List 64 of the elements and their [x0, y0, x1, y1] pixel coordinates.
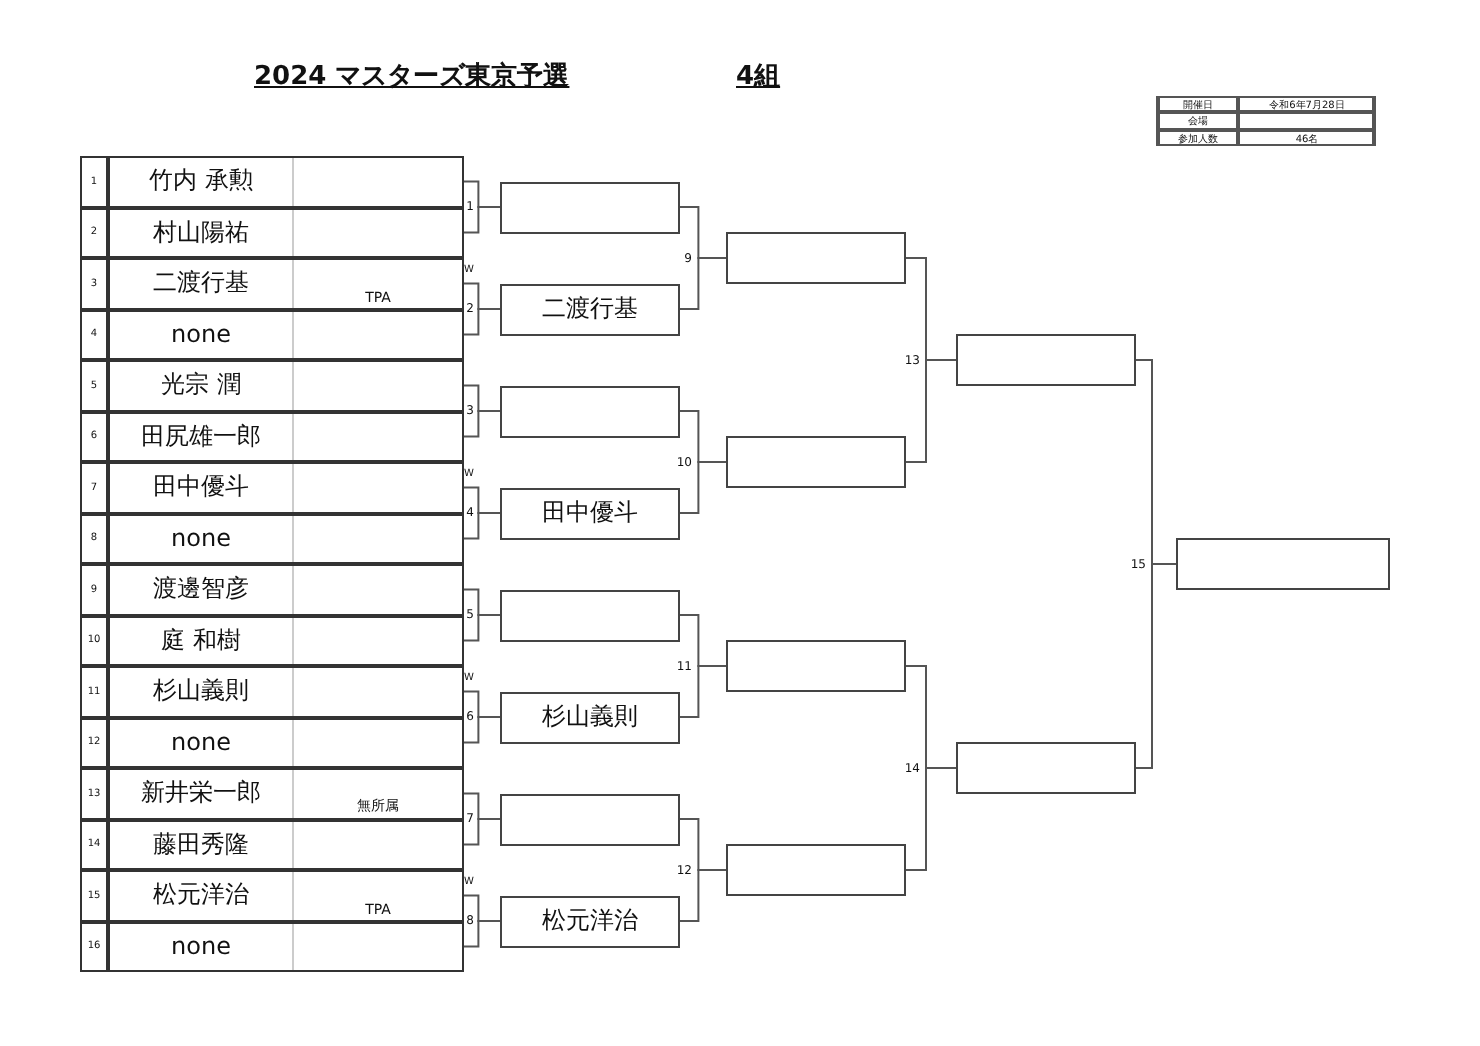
bracket-line — [463, 410, 501, 438]
player-row — [80, 207, 464, 258]
result-box — [726, 844, 906, 896]
player-row — [80, 309, 464, 360]
result-box — [500, 385, 680, 437]
player-name: 二渡行基 — [110, 260, 294, 307]
player-name: 渡邊智彦 — [110, 566, 294, 613]
bracket-line — [1135, 563, 1177, 769]
player-name: 庭 和樹 — [110, 617, 294, 664]
player-row — [80, 819, 464, 870]
bracket-line — [905, 767, 957, 871]
result-box — [500, 793, 680, 845]
result-box — [500, 589, 680, 641]
player-name: 藤田秀隆 — [110, 821, 294, 868]
player-row — [80, 462, 464, 513]
player-name: 竹内 承勲 — [110, 158, 294, 205]
player-name: 田中優斗 — [110, 464, 294, 511]
player-row — [80, 360, 464, 411]
result-box — [500, 181, 680, 233]
bracket-line — [463, 818, 501, 846]
player-name: 田尻雄一郎 — [110, 413, 294, 460]
player-row — [80, 258, 464, 309]
bracket-line — [463, 206, 501, 234]
result-box — [726, 640, 906, 692]
bracket-line — [463, 512, 501, 540]
player-row — [80, 615, 464, 666]
result-box — [1176, 538, 1390, 590]
player-name: 新井栄一郎 — [110, 770, 294, 817]
bracket-line — [679, 257, 727, 310]
bracket-line — [679, 665, 727, 718]
player-name: 杉山義則 — [110, 668, 294, 715]
player-row — [80, 411, 464, 462]
result-box: 杉山義則 — [500, 691, 680, 743]
player-name: 光宗 潤 — [110, 362, 294, 409]
player-name: none — [110, 515, 294, 562]
result-box — [956, 334, 1136, 386]
player-row — [80, 156, 464, 207]
result-box: 二渡行基 — [500, 283, 680, 335]
player-row — [80, 921, 464, 972]
player-name: 村山陽祐 — [110, 209, 294, 256]
player-name: none — [110, 719, 294, 766]
player-row — [80, 564, 464, 615]
bracket-line — [463, 614, 501, 642]
bracket-line — [905, 359, 957, 463]
bracket-line — [679, 461, 727, 514]
group-label: 4組 — [736, 60, 781, 94]
player-name: 松元洋治 — [110, 872, 294, 919]
player-row — [80, 870, 464, 921]
title: 2024 マスターズ東京予選 — [254, 59, 570, 94]
bracket-line — [463, 308, 501, 336]
player-row — [80, 666, 464, 717]
player-row — [80, 513, 464, 564]
result-box: 松元洋治 — [500, 895, 680, 947]
player-row — [80, 717, 464, 768]
result-box — [726, 436, 906, 488]
result-box — [726, 232, 906, 284]
bracket-line — [463, 920, 501, 948]
player-row — [80, 768, 464, 819]
bracket-line — [679, 869, 727, 922]
bracket-line — [463, 716, 501, 744]
player-name: none — [110, 311, 294, 358]
result-box: 田中優斗 — [500, 487, 680, 539]
player-name: none — [110, 923, 294, 970]
result-box — [956, 742, 1136, 794]
